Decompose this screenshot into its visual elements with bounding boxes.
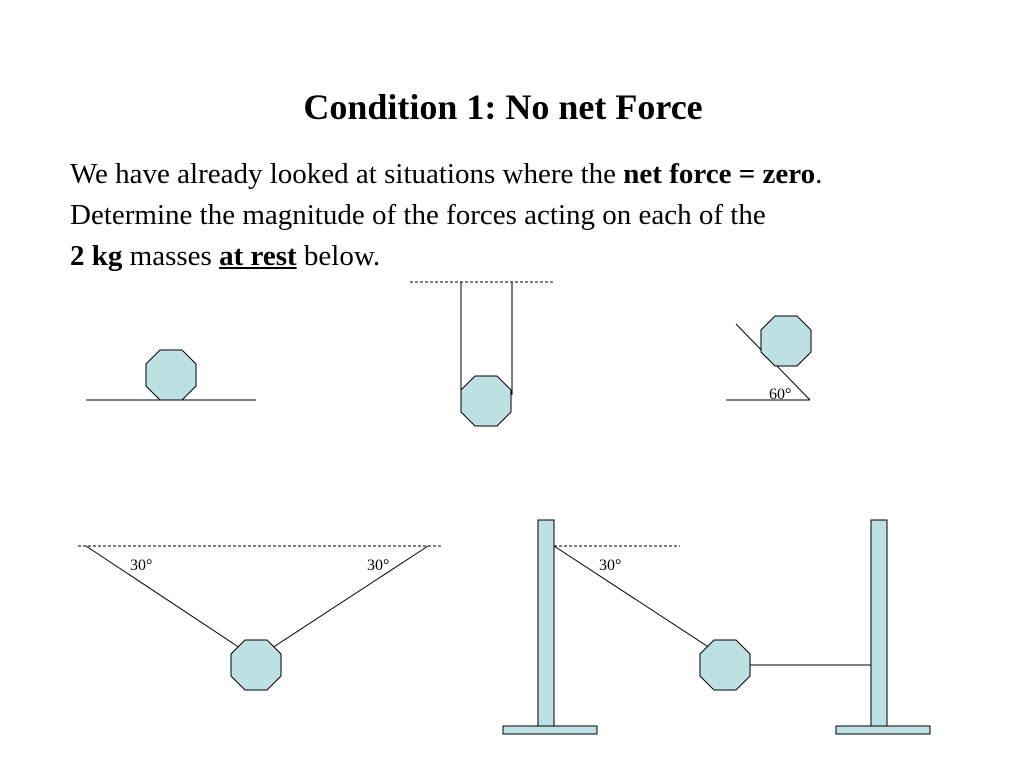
mass-hanging xyxy=(460,375,512,427)
slide-body: We have already looked at situations whe… xyxy=(70,154,1000,277)
body-at-rest: at rest xyxy=(219,240,297,272)
right-rope-angle-label: 30° xyxy=(367,557,389,574)
post-right-base xyxy=(835,725,931,735)
scenario-incline: 60° xyxy=(726,315,812,403)
post-left-base xyxy=(502,725,598,735)
body-line1-prefix: We have already looked at situations whe… xyxy=(70,158,624,190)
scenario-two-ropes: 30° 30° xyxy=(78,545,442,691)
scenario-posts: 30° xyxy=(502,519,931,735)
incline-angle-label: 60° xyxy=(769,386,791,403)
rope-angled xyxy=(553,545,711,649)
mass-flat xyxy=(145,349,197,401)
rope-right xyxy=(271,545,429,649)
left-rope-angle-label: 30° xyxy=(130,557,152,574)
post-rope-angle-label: 30° xyxy=(599,557,621,574)
body-mass: 2 kg xyxy=(70,240,123,272)
post-right xyxy=(870,519,888,727)
body-line3-mid: masses xyxy=(122,240,220,272)
mass-incline xyxy=(760,315,812,367)
mass-posts xyxy=(699,639,751,691)
scenario-flat-surface xyxy=(86,349,256,401)
rope-left xyxy=(85,545,241,649)
post-left xyxy=(537,519,555,727)
body-line3-suffix: below. xyxy=(296,240,381,272)
body-line2: Determine the magnitude of the forces ac… xyxy=(70,199,766,231)
slide-title: Condition 1: No net Force xyxy=(303,87,703,127)
body-net-force: net force = zero xyxy=(623,158,816,190)
body-line1-suffix: . xyxy=(815,158,823,190)
scenario-hanging xyxy=(410,281,555,427)
mass-two-ropes xyxy=(230,639,282,691)
